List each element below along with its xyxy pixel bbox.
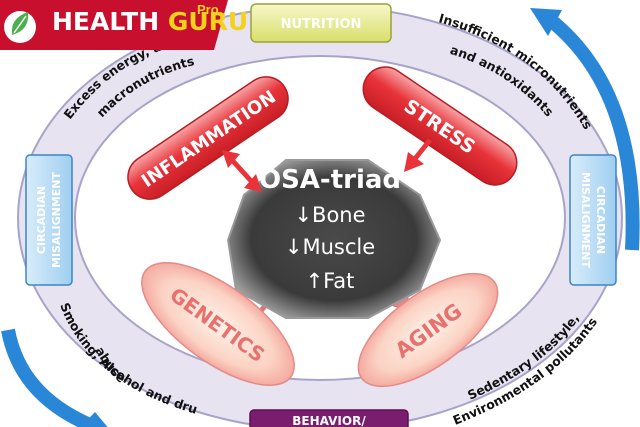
circadian-box-left: CIRCADIAN MISALIGNMENT bbox=[25, 154, 73, 286]
factor-arrows bbox=[222, 138, 432, 192]
logo-wordmark: HEALTH GURU bbox=[52, 7, 248, 36]
circadian-right-line1: CIRCADIAN bbox=[594, 186, 607, 254]
logo-pro: Pro bbox=[197, 2, 219, 17]
blue-cycle-arrows bbox=[1, 8, 640, 427]
circadian-box-right: CIRCADIAN MISALIGNMENT bbox=[569, 154, 617, 286]
behavior-label: BEHAVIOR/ bbox=[292, 414, 366, 427]
center-line-muscle: ↓Muscle bbox=[285, 235, 375, 259]
behavior-box: BEHAVIOR/ bbox=[249, 409, 409, 427]
center-line-bone: ↓Bone bbox=[294, 203, 365, 227]
center-title: OSA-triad bbox=[259, 165, 401, 195]
logo-health: HEALTH bbox=[52, 7, 160, 36]
nutrition-box: NUTRITION bbox=[250, 3, 392, 43]
aging-pill: AGING bbox=[357, 272, 499, 388]
circadian-left-line1: CIRCADIAN bbox=[35, 186, 48, 254]
health-guru-logo: HEALTH GURU Pro bbox=[0, 0, 248, 50]
logo-guru: GURU bbox=[167, 7, 249, 36]
osa-triad-octagon: OSA-triad ↓Bone ↓Muscle ↑Fat bbox=[226, 159, 442, 319]
nutrition-label: NUTRITION bbox=[281, 17, 362, 32]
leaf-icon bbox=[4, 11, 36, 43]
circadian-right-line2: MISALIGNMENT bbox=[579, 172, 592, 268]
logo-background bbox=[0, 0, 228, 50]
circadian-left-line2: MISALIGNMENT bbox=[50, 172, 63, 268]
center-line-fat: ↑Fat bbox=[306, 269, 355, 293]
